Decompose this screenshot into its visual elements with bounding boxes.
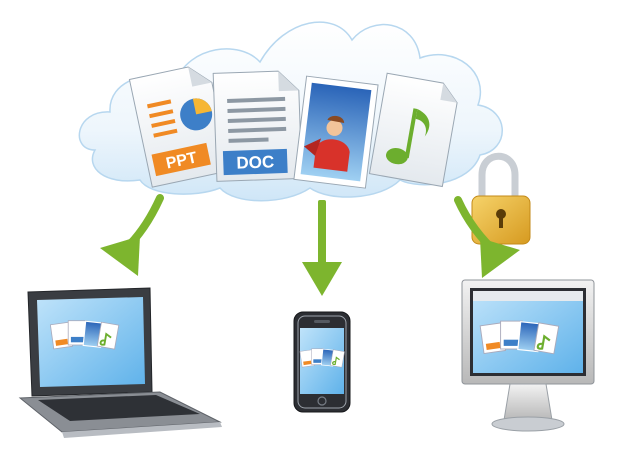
monitor-icon <box>461 279 595 432</box>
doc-label: DOC <box>236 152 274 172</box>
smartphone-icon <box>293 311 351 413</box>
ppt-label: PPT <box>165 149 199 172</box>
laptop-icon <box>18 287 222 438</box>
music-file-icon <box>368 72 458 188</box>
ppt-file-icon: PPT <box>128 66 232 188</box>
arrow-to-monitor <box>454 196 520 278</box>
phone-home-button <box>317 396 327 406</box>
laptop-keyboard <box>38 395 200 421</box>
monitor-stand <box>503 383 553 421</box>
doc-file-icon: DOC <box>212 70 303 182</box>
photo-file-icon <box>293 75 379 189</box>
arrow-to-laptop <box>100 194 164 276</box>
arrow-to-phone <box>302 200 342 296</box>
sync-arrows <box>100 194 520 296</box>
